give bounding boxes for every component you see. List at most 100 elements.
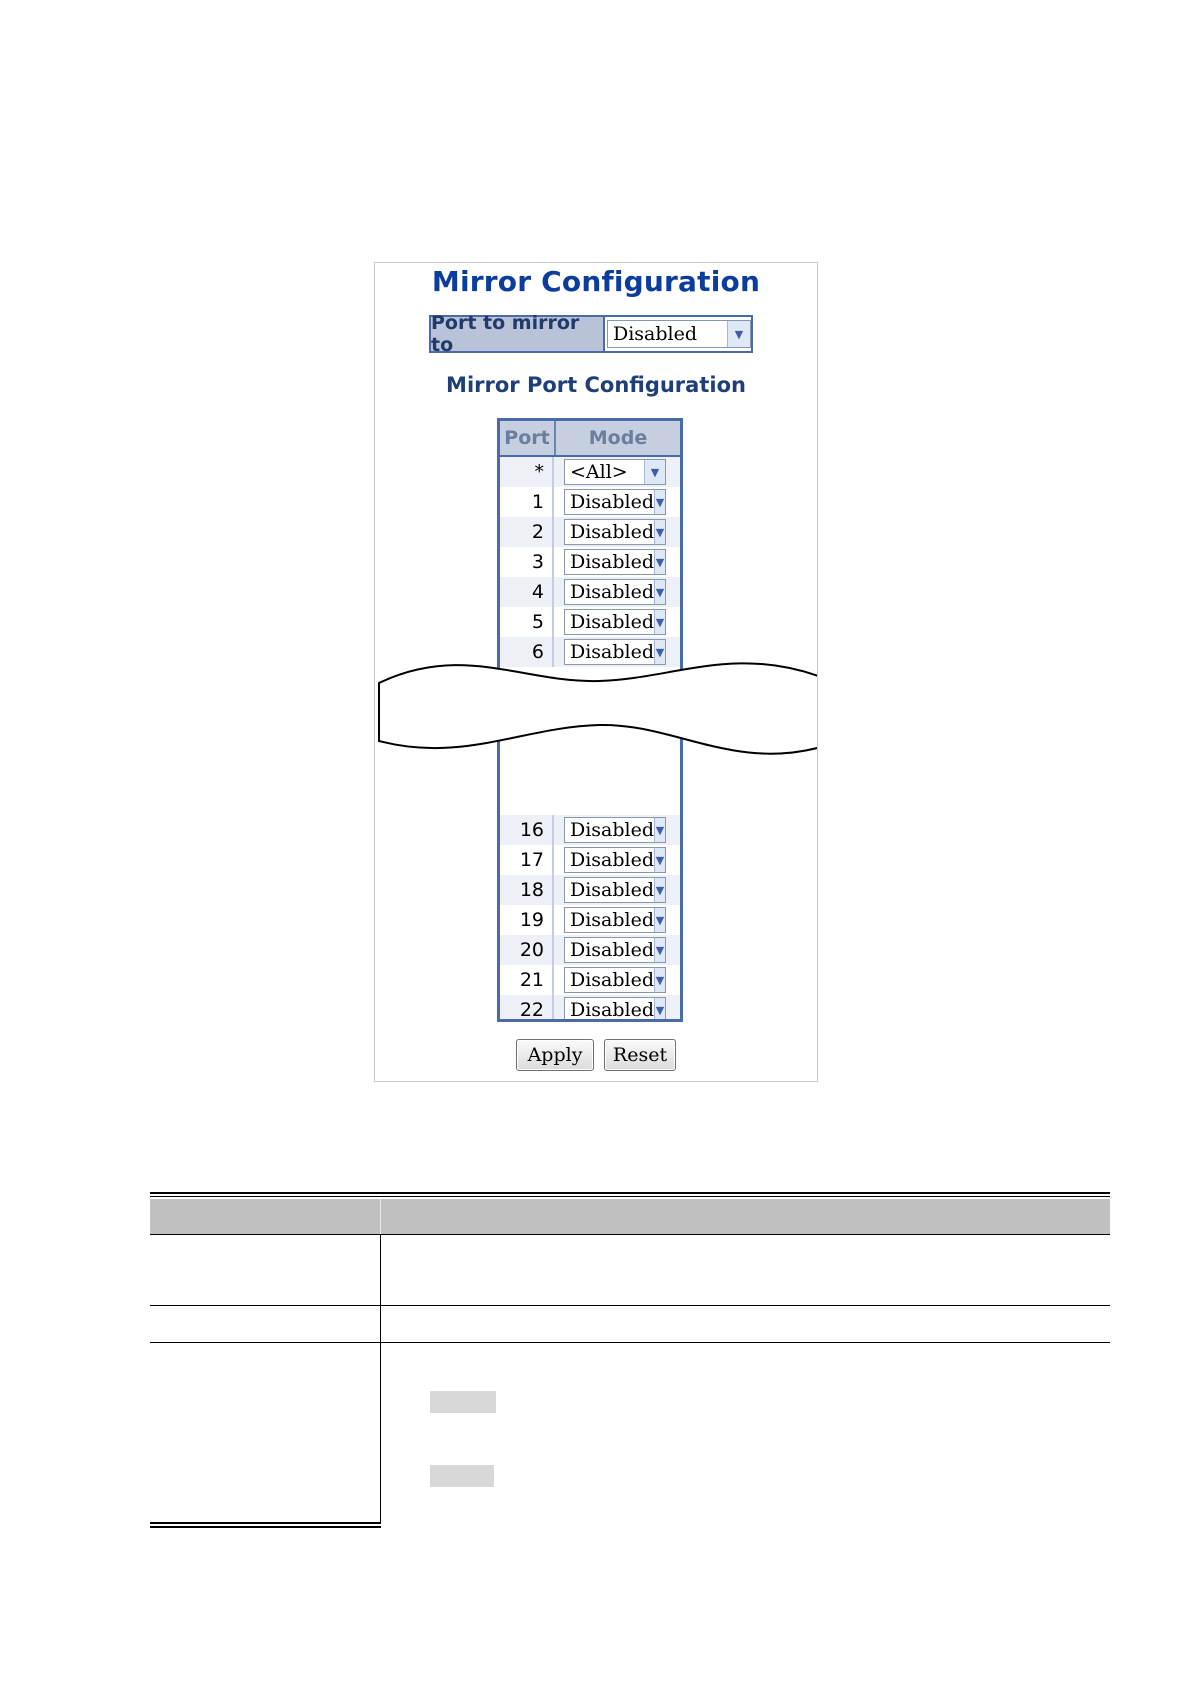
table-header: Port Mode	[500, 421, 680, 457]
mode-select[interactable]: <All> ▼	[564, 459, 666, 485]
port-to-mirror-cell: Disabled ▼	[605, 317, 751, 351]
mode-cell: Disabled▼	[554, 549, 680, 575]
chevron-down-icon[interactable]: ▼	[654, 938, 665, 962]
table-row: 5 Disabled▼	[500, 607, 680, 637]
mode-value: Disabled	[570, 879, 655, 901]
row-rule-1	[150, 1305, 1110, 1306]
mode-select[interactable]: Disabled▼	[564, 549, 666, 575]
apply-button[interactable]: Apply	[516, 1039, 594, 1071]
column-divider	[380, 1199, 381, 1522]
mode-value: Disabled	[570, 819, 655, 841]
mode-value: Disabled	[570, 999, 655, 1021]
table-row: 20 Disabled▼	[500, 935, 680, 965]
mode-cell: Disabled▼	[554, 847, 680, 873]
mode-cell: Disabled▼	[554, 609, 680, 635]
mode-select[interactable]: Disabled▼	[564, 639, 666, 665]
port-cell: 20	[500, 935, 554, 965]
chevron-down-icon[interactable]: ▼	[654, 550, 665, 574]
column-header-port: Port	[500, 421, 556, 455]
chevron-down-icon[interactable]: ▼	[654, 490, 665, 514]
port-cell: 2	[500, 517, 554, 547]
port-to-mirror-label: Port to mirror to	[431, 312, 605, 356]
port-cell: 6	[500, 637, 554, 667]
table-row: 22 Disabled▼	[500, 995, 680, 1021]
chevron-down-icon[interactable]: ▼	[654, 640, 665, 664]
column-header-mode: Mode	[588, 427, 648, 449]
port-cell: 4	[500, 577, 554, 607]
mode-value: Disabled	[570, 551, 655, 573]
reset-button[interactable]: Reset	[604, 1039, 676, 1071]
chevron-down-icon[interactable]: ▼	[654, 520, 665, 544]
mode-select[interactable]: Disabled▼	[564, 519, 666, 545]
mode-value: Disabled	[570, 909, 655, 931]
table-row: 3 Disabled▼	[500, 547, 680, 577]
table-row: * <All> ▼	[500, 457, 680, 487]
port-cell: 17	[500, 845, 554, 875]
port-cell: 16	[500, 815, 554, 845]
chevron-down-icon[interactable]: ▼	[654, 998, 665, 1019]
chevron-down-icon[interactable]: ▼	[654, 968, 665, 992]
table-row: 16 Disabled▼	[500, 815, 680, 845]
port-cell: 5	[500, 607, 554, 637]
mode-value: Disabled	[570, 521, 655, 543]
column-divider-header	[380, 1199, 381, 1234]
port-cell: 22	[500, 995, 554, 1019]
port-to-mirror-select[interactable]: Disabled ▼	[607, 320, 751, 348]
mode-value: <All>	[570, 461, 628, 483]
table-row: 4 Disabled▼	[500, 577, 680, 607]
mode-value: Disabled	[570, 969, 655, 991]
port-to-mirror-row: Port to mirror to Disabled ▼	[429, 312, 753, 356]
port-cell: 19	[500, 905, 554, 935]
mode-cell: Disabled▼	[554, 967, 680, 993]
mode-select[interactable]: Disabled▼	[564, 937, 666, 963]
table-bottom-rule-outer	[150, 1526, 381, 1528]
mirror-configuration-screenshot: Mirror Configuration Port to mirror to D…	[374, 262, 818, 1082]
mode-value: Disabled	[570, 491, 655, 513]
chevron-down-icon[interactable]: ▼	[654, 908, 665, 932]
mode-cell: Disabled▼	[554, 579, 680, 605]
mode-value: Disabled	[570, 581, 655, 603]
table-row: 18 Disabled▼	[500, 875, 680, 905]
mode-select[interactable]: Disabled▼	[564, 579, 666, 605]
page-title: Mirror Configuration	[431, 265, 761, 298]
chevron-down-icon[interactable]: ▼	[644, 460, 665, 484]
port-cell: *	[500, 457, 554, 487]
mode-cell: Disabled▼	[554, 489, 680, 515]
mode-cell: Disabled▼	[554, 639, 680, 665]
header-bottom-rule	[150, 1234, 1110, 1235]
description-table	[150, 1192, 1110, 1536]
chevron-down-icon[interactable]: ▼	[654, 610, 665, 634]
mode-select[interactable]: Disabled▼	[564, 877, 666, 903]
table-row: 2 Disabled▼	[500, 517, 680, 547]
button-row: Apply Reset	[375, 1039, 817, 1071]
mode-select[interactable]: Disabled▼	[564, 609, 666, 635]
chevron-down-icon[interactable]: ▼	[654, 818, 665, 842]
chevron-down-icon[interactable]: ▼	[654, 848, 665, 872]
chevron-down-icon[interactable]: ▼	[654, 580, 665, 604]
mode-select[interactable]: Disabled▼	[564, 997, 666, 1021]
mode-select[interactable]: Disabled▼	[564, 817, 666, 843]
chevron-down-icon[interactable]: ▼	[727, 321, 750, 347]
port-cell: 3	[500, 547, 554, 577]
mode-cell: Disabled▼	[554, 937, 680, 963]
mode-value: Disabled	[570, 849, 655, 871]
mode-select[interactable]: Disabled▼	[564, 907, 666, 933]
greyed-highlight-2	[430, 1465, 494, 1487]
table-row: 19 Disabled▼	[500, 905, 680, 935]
mode-cell: Disabled▼	[554, 519, 680, 545]
mode-select[interactable]: Disabled▼	[564, 489, 666, 515]
row-rule-2	[150, 1342, 1110, 1343]
mode-select[interactable]: Disabled▼	[564, 847, 666, 873]
mode-cell: Disabled▼	[554, 877, 680, 903]
description-header-band	[150, 1199, 1110, 1234]
greyed-highlight-1	[430, 1391, 496, 1413]
chevron-down-icon[interactable]: ▼	[654, 878, 665, 902]
mode-select[interactable]: Disabled▼	[564, 967, 666, 993]
port-to-mirror-value: Disabled	[613, 323, 698, 345]
table-row: 17 Disabled▼	[500, 845, 680, 875]
mode-value: Disabled	[570, 641, 655, 663]
port-cell: 18	[500, 875, 554, 905]
